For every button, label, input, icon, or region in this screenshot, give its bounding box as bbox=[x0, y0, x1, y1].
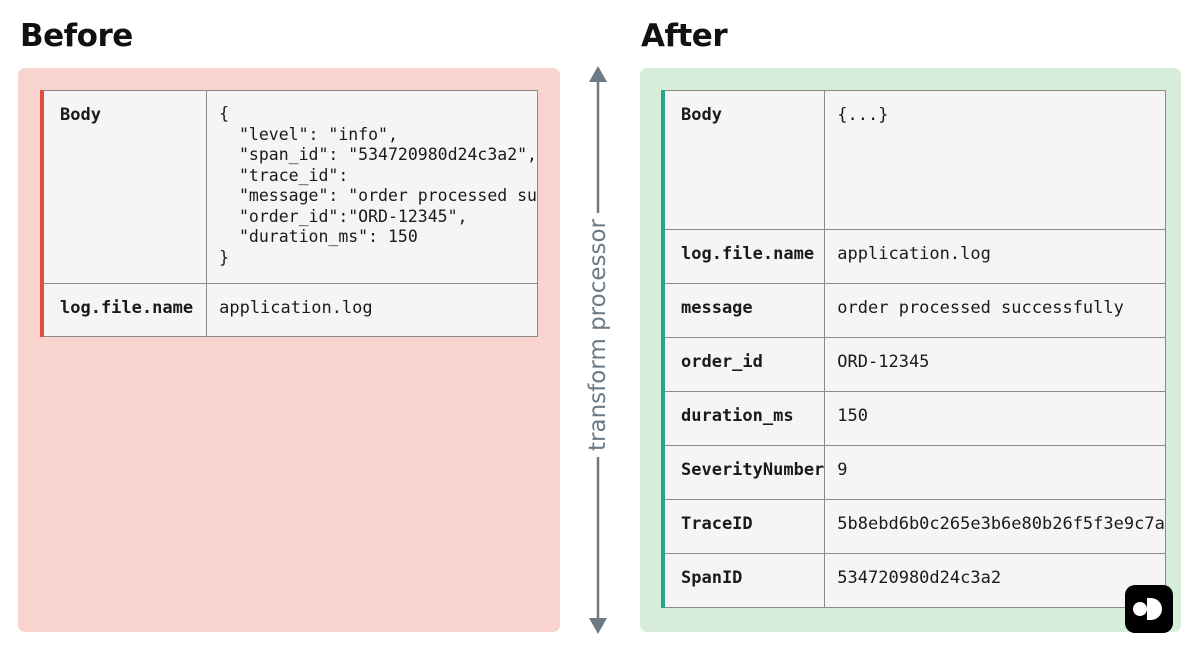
before-table: Body { "level": "info", "span_id": "5347… bbox=[40, 90, 538, 337]
table-row: SeverityNumber 9 bbox=[662, 445, 1166, 500]
before-heading: Before bbox=[20, 18, 133, 54]
field-key: SpanID bbox=[662, 553, 826, 608]
logo-glyph bbox=[1133, 598, 1162, 620]
field-value: 150 bbox=[824, 391, 1166, 446]
field-key: Body bbox=[41, 90, 208, 284]
after-table: Body {...} log.file.name application.log… bbox=[661, 90, 1166, 608]
field-value: order processed successfully bbox=[824, 283, 1166, 338]
table-row: order_id ORD-12345 bbox=[662, 337, 1166, 392]
field-value: application.log bbox=[206, 283, 538, 337]
table-row: Body {...} bbox=[662, 90, 1166, 230]
logo-icon bbox=[1125, 585, 1173, 633]
table-row: duration_ms 150 bbox=[662, 391, 1166, 446]
field-value: ORD-12345 bbox=[824, 337, 1166, 392]
field-key: message bbox=[662, 283, 826, 338]
table-row: log.file.name application.log bbox=[41, 283, 538, 337]
field-key: order_id bbox=[662, 337, 826, 392]
field-key: TraceID bbox=[662, 499, 826, 554]
table-row: message order processed successfully bbox=[662, 283, 1166, 338]
transform-processor-label: transform processor bbox=[585, 213, 611, 457]
field-value: { "level": "info", "span_id": "534720980… bbox=[206, 90, 538, 284]
after-heading: After bbox=[641, 18, 728, 54]
field-value: application.log bbox=[824, 229, 1166, 284]
field-key: SeverityNumber bbox=[662, 445, 826, 500]
field-key: Body bbox=[662, 90, 826, 230]
field-value: 9 bbox=[824, 445, 1166, 500]
field-value: 5b8ebd6b0c265e3b6e80b26f5f3e9c7a bbox=[824, 499, 1166, 554]
field-key: log.file.name bbox=[662, 229, 826, 284]
table-row: Body { "level": "info", "span_id": "5347… bbox=[41, 90, 538, 284]
table-row: TraceID 5b8ebd6b0c265e3b6e80b26f5f3e9c7a bbox=[662, 499, 1166, 554]
field-key: duration_ms bbox=[662, 391, 826, 446]
table-row: log.file.name application.log bbox=[662, 229, 1166, 284]
field-value: 534720980d24c3a2 bbox=[824, 553, 1166, 608]
field-value: {...} bbox=[824, 90, 1166, 230]
table-row: SpanID 534720980d24c3a2 bbox=[662, 553, 1166, 608]
field-key: log.file.name bbox=[41, 283, 208, 337]
